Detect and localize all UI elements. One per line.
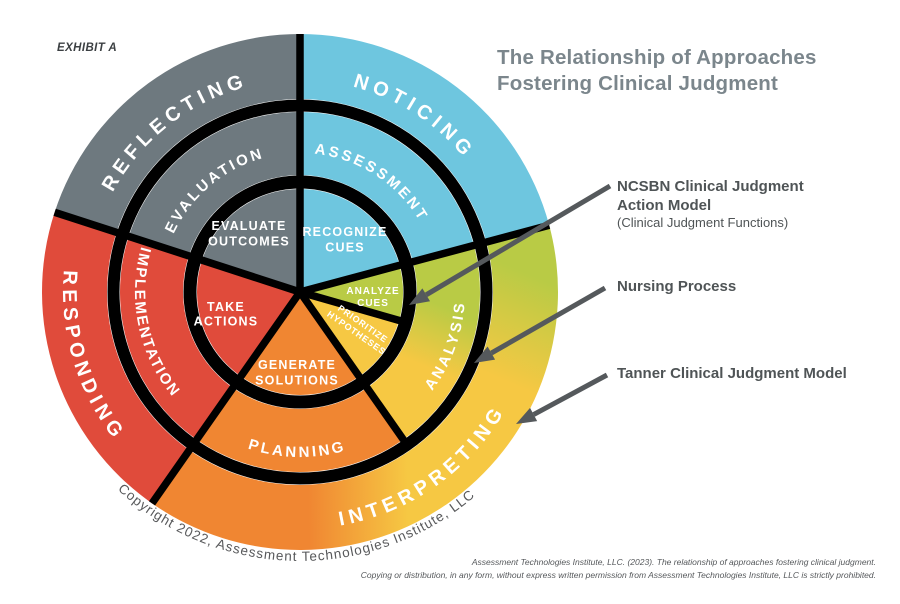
annotation-nursing-process-label: Nursing Process: [617, 278, 737, 295]
segment-noticing: [300, 34, 550, 243]
annotation-nursing-process: Nursing Process: [617, 277, 736, 296]
annotation-ncsbn-sublabel: (Clinical Judgment Functions): [617, 215, 789, 230]
radial-divider: [298, 288, 409, 327]
segment-analysis: [367, 245, 480, 440]
annotation-ncsbn-line2: Action Model: [617, 197, 712, 214]
segment-interpreting: [409, 225, 558, 505]
segment-recognize-cues: [300, 189, 400, 292]
segment-planning: [196, 387, 404, 472]
page-title: The Relationship of Approaches Fostering…: [497, 45, 817, 97]
segment-evaluation: [128, 112, 300, 256]
footer-citation-line1: Assessment Technologies Institute, LLC. …: [471, 557, 876, 567]
exhibit-label: EXHIBIT A: [57, 42, 118, 54]
segment-interpreting: [152, 448, 451, 550]
annotation-arrow-2: [474, 285, 607, 363]
segment-implementation: [120, 236, 233, 440]
footer-citation: Assessment Technologies Institute, LLC. …: [361, 556, 876, 582]
arrow-shaft: [490, 285, 607, 356]
title-line2: Fostering Clinical Judgment: [497, 72, 779, 95]
radial-divider: [299, 221, 551, 296]
segment-take-actions: [197, 260, 300, 377]
segment-analyze-cues: [300, 265, 403, 321]
annotation-arrow-1: [409, 183, 612, 305]
annotation-tanner-model: Tanner Clinical Judgment Model: [617, 364, 847, 383]
radial-divider: [148, 289, 304, 506]
radial-divider: [296, 289, 410, 447]
arrow-head: [409, 288, 431, 305]
segment-generate-solutions: [240, 292, 360, 395]
arrow-head: [474, 346, 496, 363]
segment-responding: [41, 212, 190, 504]
segment-prioritize-hypotheses: [300, 292, 400, 377]
segment-assessment: [300, 112, 474, 262]
arrow-shaft: [424, 183, 612, 297]
title-line1: The Relationship of Approaches: [497, 46, 817, 69]
annotation-tanner-model-label: Tanner Clinical Judgment Model: [617, 365, 847, 382]
radial-divider: [53, 208, 302, 296]
arrow-shaft: [532, 372, 609, 417]
segment-reflecting: [54, 34, 301, 233]
annotation-arrow-3: [516, 372, 609, 424]
annotation-ncsbn-model: NCSBN Clinical Judgment Action Model (Cl…: [617, 177, 804, 231]
annotation-ncsbn-line1: NCSBN Clinical Judgment: [617, 178, 804, 195]
arrow-head: [516, 407, 538, 424]
footer-citation-line2: Copying or distribution, in any form, wi…: [360, 570, 876, 580]
